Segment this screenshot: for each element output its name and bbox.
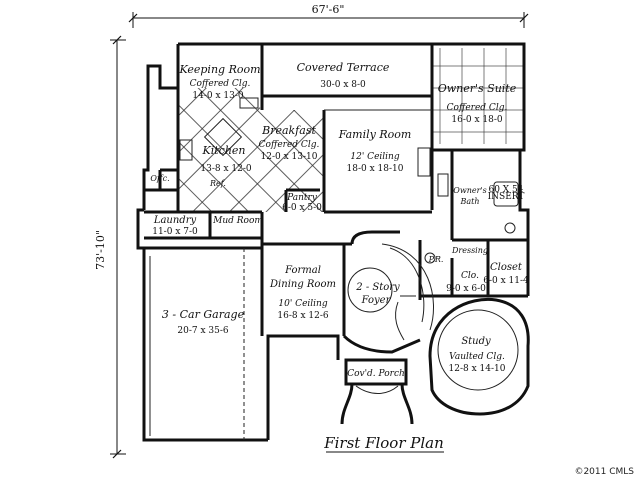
mud-room-label: Mud Room xyxy=(212,216,263,226)
tub-label-2: INSERT xyxy=(488,192,525,202)
foyer-label: 2 - Story xyxy=(355,282,400,293)
owners-suite-label: Owner's Suite xyxy=(438,82,517,95)
study-size: 12-8 x 14-10 xyxy=(449,364,506,374)
pantry-size: 6-0 x 5-0 xyxy=(282,203,322,213)
study-label: Study xyxy=(461,336,491,347)
formal-dining-label: Formal xyxy=(284,265,321,276)
suite-grid-floor xyxy=(432,48,524,144)
garage-label: 3 - Car Garage xyxy=(162,308,245,321)
interior-walls xyxy=(144,44,530,336)
porch-label: Cov'd. Porch xyxy=(347,369,405,379)
ref-label: Ref. xyxy=(209,179,226,188)
kitchen-fixtures xyxy=(179,97,431,177)
laundry-label: Laundry xyxy=(153,215,197,226)
top-dimension-line xyxy=(128,12,529,28)
pantry-label: Pantry xyxy=(286,193,318,203)
formal-dining-label-2: Dining Room xyxy=(269,279,336,290)
closet-size: 6-0 x 11-4 xyxy=(483,276,529,286)
breakfast-size: 12-0 x 13-10 xyxy=(261,152,318,162)
kitchen-size: 13-8 x 12-0 xyxy=(200,164,252,174)
covered-terrace-label: Covered Terrace xyxy=(297,61,390,74)
closet-small-size: 9-0 x 6-0 xyxy=(446,284,486,294)
study-tower xyxy=(428,297,530,416)
garage-size: 20-7 x 35-6 xyxy=(177,326,229,336)
foyer-stair xyxy=(342,230,434,354)
formal-dining-size: 16-8 x 12-6 xyxy=(277,311,329,321)
family-room-detail: 12' Ceiling xyxy=(350,152,399,162)
covered-terrace-size: 30-0 x 8-0 xyxy=(320,80,366,90)
garage-detail xyxy=(149,248,245,440)
foyer-label-2: Foyer xyxy=(361,295,392,306)
height-dimension: 73'-10" xyxy=(94,230,107,270)
kitchen-label: Kitchen xyxy=(202,144,246,157)
breakfast-label: Breakfast xyxy=(261,124,316,137)
porch xyxy=(340,358,414,425)
keeping-room-label: Keeping Room xyxy=(178,63,260,76)
width-dimension: 67'-6" xyxy=(312,3,345,16)
keeping-room-size: 14-0 x 13-0 xyxy=(192,91,244,101)
dressing-label: Dressing xyxy=(451,246,488,255)
family-room-size: 18-0 x 18-10 xyxy=(347,164,404,174)
tub-label: 60 X 54 xyxy=(488,185,523,195)
copyright-text: ©2011 CMLS xyxy=(574,467,634,477)
left-dimension-line xyxy=(110,35,126,459)
closet-small-label: Clo. xyxy=(461,271,479,281)
bath-fixtures xyxy=(424,173,519,264)
office-label: Offc. xyxy=(150,174,169,183)
breakfast-detail: Coffered Clg. xyxy=(259,140,320,150)
family-room-label: Family Room xyxy=(338,128,412,141)
plan-title: First Floor Plan xyxy=(323,434,444,452)
owners-bath-label-2: Bath xyxy=(459,197,479,206)
exterior-walls xyxy=(136,42,530,442)
keeping-room-detail: Coffered Clg. xyxy=(190,79,251,89)
formal-dining-detail: 10' Ceiling xyxy=(278,299,327,309)
laundry-size: 11-0 x 7-0 xyxy=(152,227,198,237)
pr-label: P.R. xyxy=(428,255,444,264)
closet-label: Closet xyxy=(490,262,523,273)
owners-bath-label: Owner's xyxy=(453,186,486,195)
owners-suite-size: 16-0 x 18-0 xyxy=(451,115,503,125)
kitchen-tile-floor xyxy=(178,88,324,212)
study-detail: Vaulted Clg. xyxy=(449,352,505,362)
owners-suite-detail: Coffered Clg. xyxy=(447,103,508,113)
